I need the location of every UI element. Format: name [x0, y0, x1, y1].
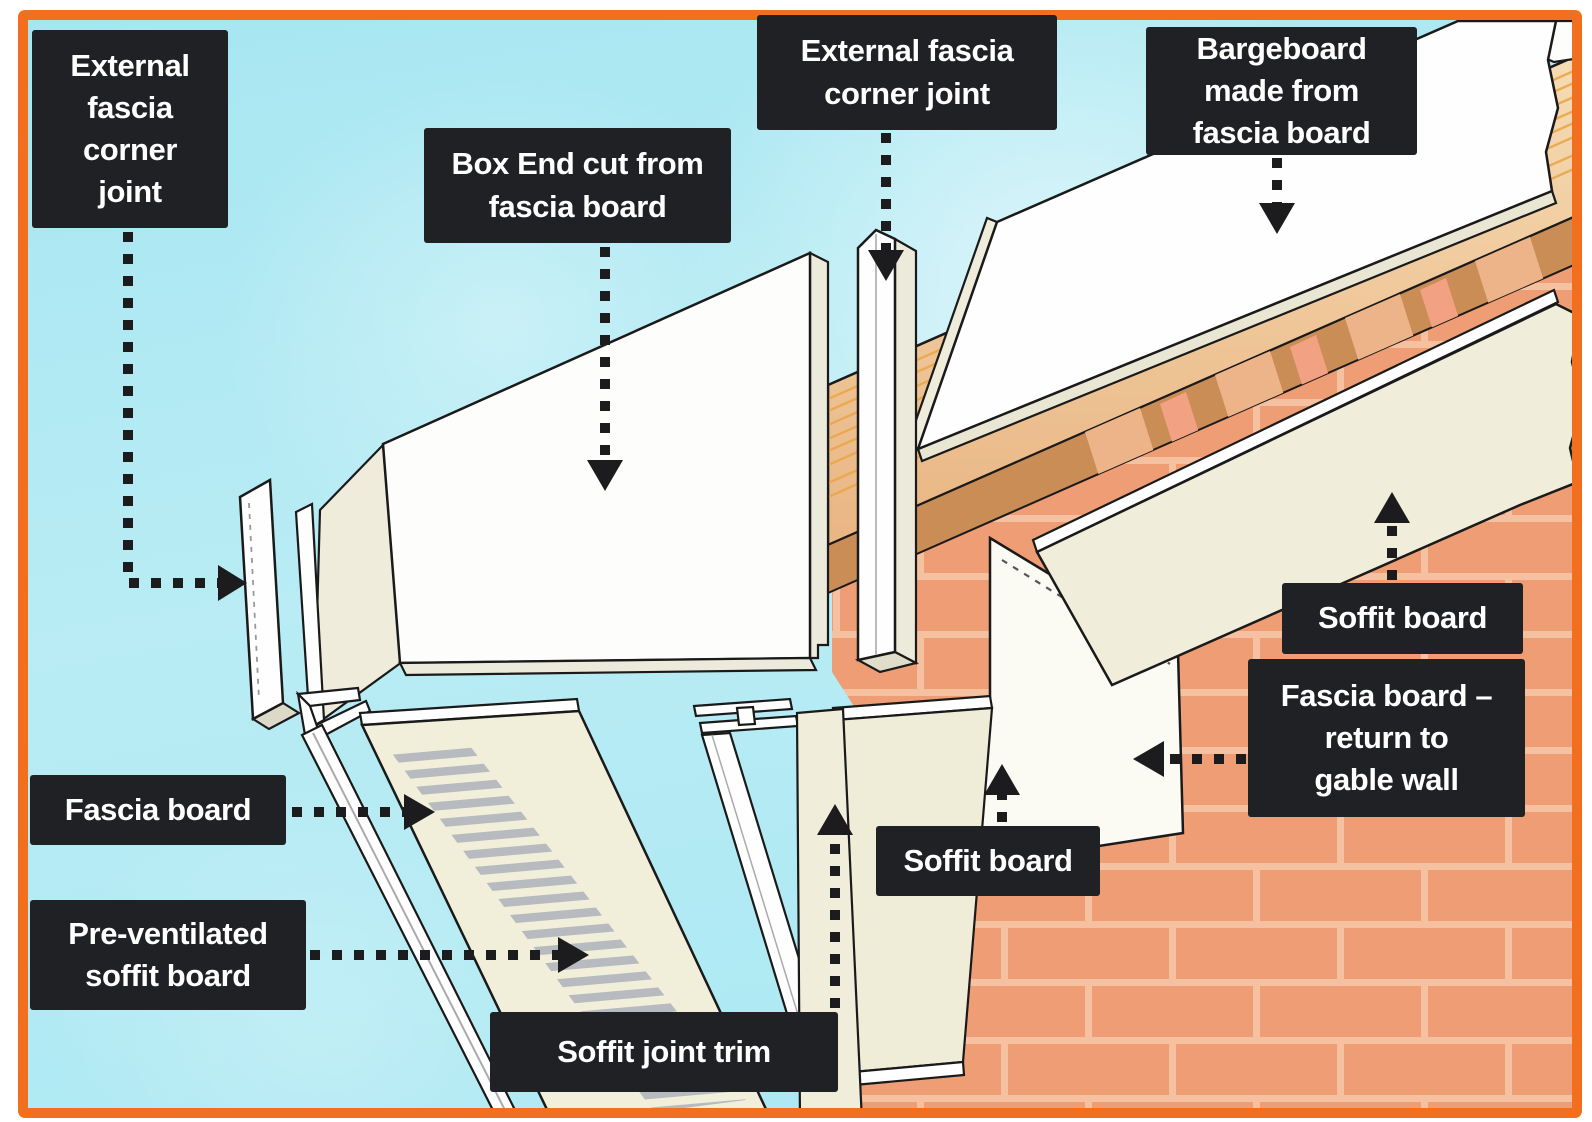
label-external-fascia-corner-joint-top: External fascia corner joint [757, 15, 1057, 130]
label-external-fascia-corner-joint-left: External fascia corner joint [32, 30, 228, 228]
corner-joint-left-piece [238, 477, 302, 731]
label-soffit-joint-trim: Soffit joint trim [490, 1012, 838, 1092]
label-soffit-board-right: Soffit board [1282, 583, 1523, 654]
label-fascia-return: Fascia board – return to gable wall [1248, 659, 1525, 817]
leader-external-corner-left [123, 232, 218, 588]
label-soffit-board-middle: Soffit board [876, 826, 1100, 896]
label-fascia-board: Fascia board [30, 775, 286, 845]
label-bargeboard: Bargeboard made from fascia board [1146, 27, 1417, 155]
label-pre-ventilated: Pre-ventilated soffit board [30, 900, 306, 1010]
leader-lines [123, 133, 1397, 1008]
rafter-band [827, 214, 1577, 595]
leader-arrowheads [218, 203, 1410, 973]
corner-joint-channel [854, 228, 920, 674]
label-box-end: Box End cut from fascia board [424, 128, 731, 243]
